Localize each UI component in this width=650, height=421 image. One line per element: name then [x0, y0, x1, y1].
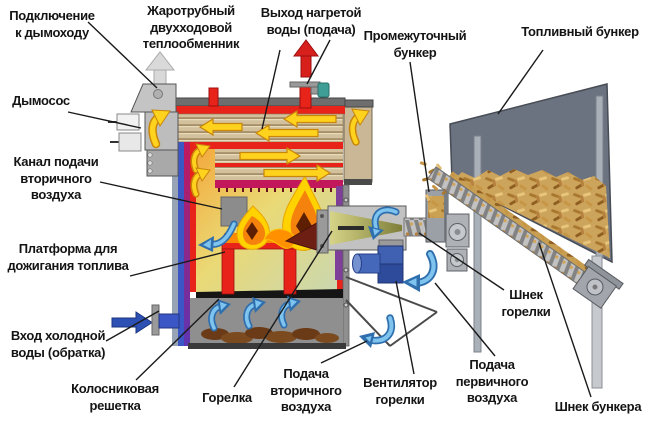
water-band-mid	[190, 142, 343, 149]
chimney-connection-box	[130, 83, 177, 113]
leader-hot-water-outlet	[306, 39, 331, 85]
leader-heat-exchanger	[261, 49, 281, 130]
leader-fuel-bunker	[497, 49, 544, 115]
label-intermediate-bunker: Промежуточный бункер	[363, 28, 467, 60]
flue-gas-flow-arrows	[198, 109, 337, 183]
label-chimney-connection: Подключение к дымоходу	[9, 8, 95, 40]
boiler-base	[188, 343, 346, 349]
leader-secondary-air-channel	[99, 181, 223, 210]
leader-bunker-screw	[538, 242, 592, 398]
valve-knob	[317, 82, 330, 98]
leader-smoke-exhauster	[67, 111, 142, 129]
hot-water-up-arrow-head	[293, 39, 319, 57]
exhauster-motor	[108, 113, 142, 152]
label-grate: Колосниковая решетка	[71, 381, 159, 413]
burner-fan	[352, 239, 404, 284]
cold-water-inlet	[111, 304, 180, 336]
leader-burner-screw	[418, 232, 505, 291]
smoke-exhauster	[108, 83, 179, 177]
label-burner-fan: Вентилятор горелки	[363, 375, 437, 407]
leader-primary-air-supply	[434, 282, 496, 357]
label-smoke-exhauster: Дымосос	[12, 93, 70, 108]
hot-water-outlet	[289, 39, 330, 109]
label-secondary-air-channel: Канал подачи вторичного воздуха	[13, 154, 99, 202]
water-jacket-top	[176, 106, 345, 114]
leader-intermediate-bunker	[409, 61, 430, 193]
leader-grate	[135, 298, 220, 381]
leader-burner-fan	[395, 280, 415, 375]
label-fuel-bunker: Топливный бункер	[521, 24, 639, 39]
fuel-bunker	[449, 83, 613, 353]
ash-residue	[201, 327, 339, 344]
air-flow-arrows	[198, 206, 438, 348]
leader-secondary-air-supply	[320, 340, 368, 364]
label-hot-water-outlet: Выход нагретой воды (подача)	[260, 5, 362, 37]
purple-block-upper	[336, 186, 344, 212]
cold-water-right-arrow-icon	[111, 311, 153, 334]
flue-gas-up-arrow-head	[144, 51, 176, 71]
leader-cold-water-inlet	[105, 310, 160, 342]
label-secondary-air-supply: Подача вторичного воздуха	[270, 366, 342, 414]
screw-motors	[445, 213, 470, 272]
burner-inner-cone	[330, 211, 402, 245]
label-bunker-screw: Шнек бункера	[554, 399, 642, 414]
purple-block-lower	[335, 250, 344, 280]
leader-chimney-connection	[87, 21, 158, 89]
label-burner-screw: Шнек горелки	[501, 287, 551, 319]
water-jacket-left-wall	[172, 142, 196, 346]
leader-lines	[67, 21, 592, 398]
leader-burner	[233, 230, 333, 388]
boiler-top-cap	[175, 97, 346, 107]
label-heat-exchanger: Жаротрубный двухходовой теплообменник	[142, 3, 240, 51]
bunker-screw-motor	[572, 258, 624, 309]
bunker-leg	[591, 255, 603, 389]
igniter-rod	[338, 226, 364, 230]
chamber-swirl-arrows	[190, 143, 211, 198]
bunker-post-left	[473, 135, 482, 353]
bolt-ticks	[218, 188, 332, 192]
label-cold-water-inlet: Вход холодной воды (обратка)	[10, 328, 106, 360]
water-stripe	[215, 163, 343, 167]
crimson-band	[196, 180, 343, 188]
bunker-screw	[427, 166, 605, 297]
pellet-pile	[452, 169, 610, 258]
label-burner: Горелка	[202, 390, 252, 405]
top-stub-pipe	[208, 87, 219, 107]
label-primary-air-supply: Подача первичного воздуха	[455, 357, 529, 405]
hot-water-up-arrow-icon	[300, 54, 312, 78]
leader-afterburn-platform	[129, 251, 226, 277]
turning-chamber-swirl-icon	[348, 108, 370, 146]
label-afterburn-platform: Платформа для дожигания топлива	[7, 241, 129, 273]
